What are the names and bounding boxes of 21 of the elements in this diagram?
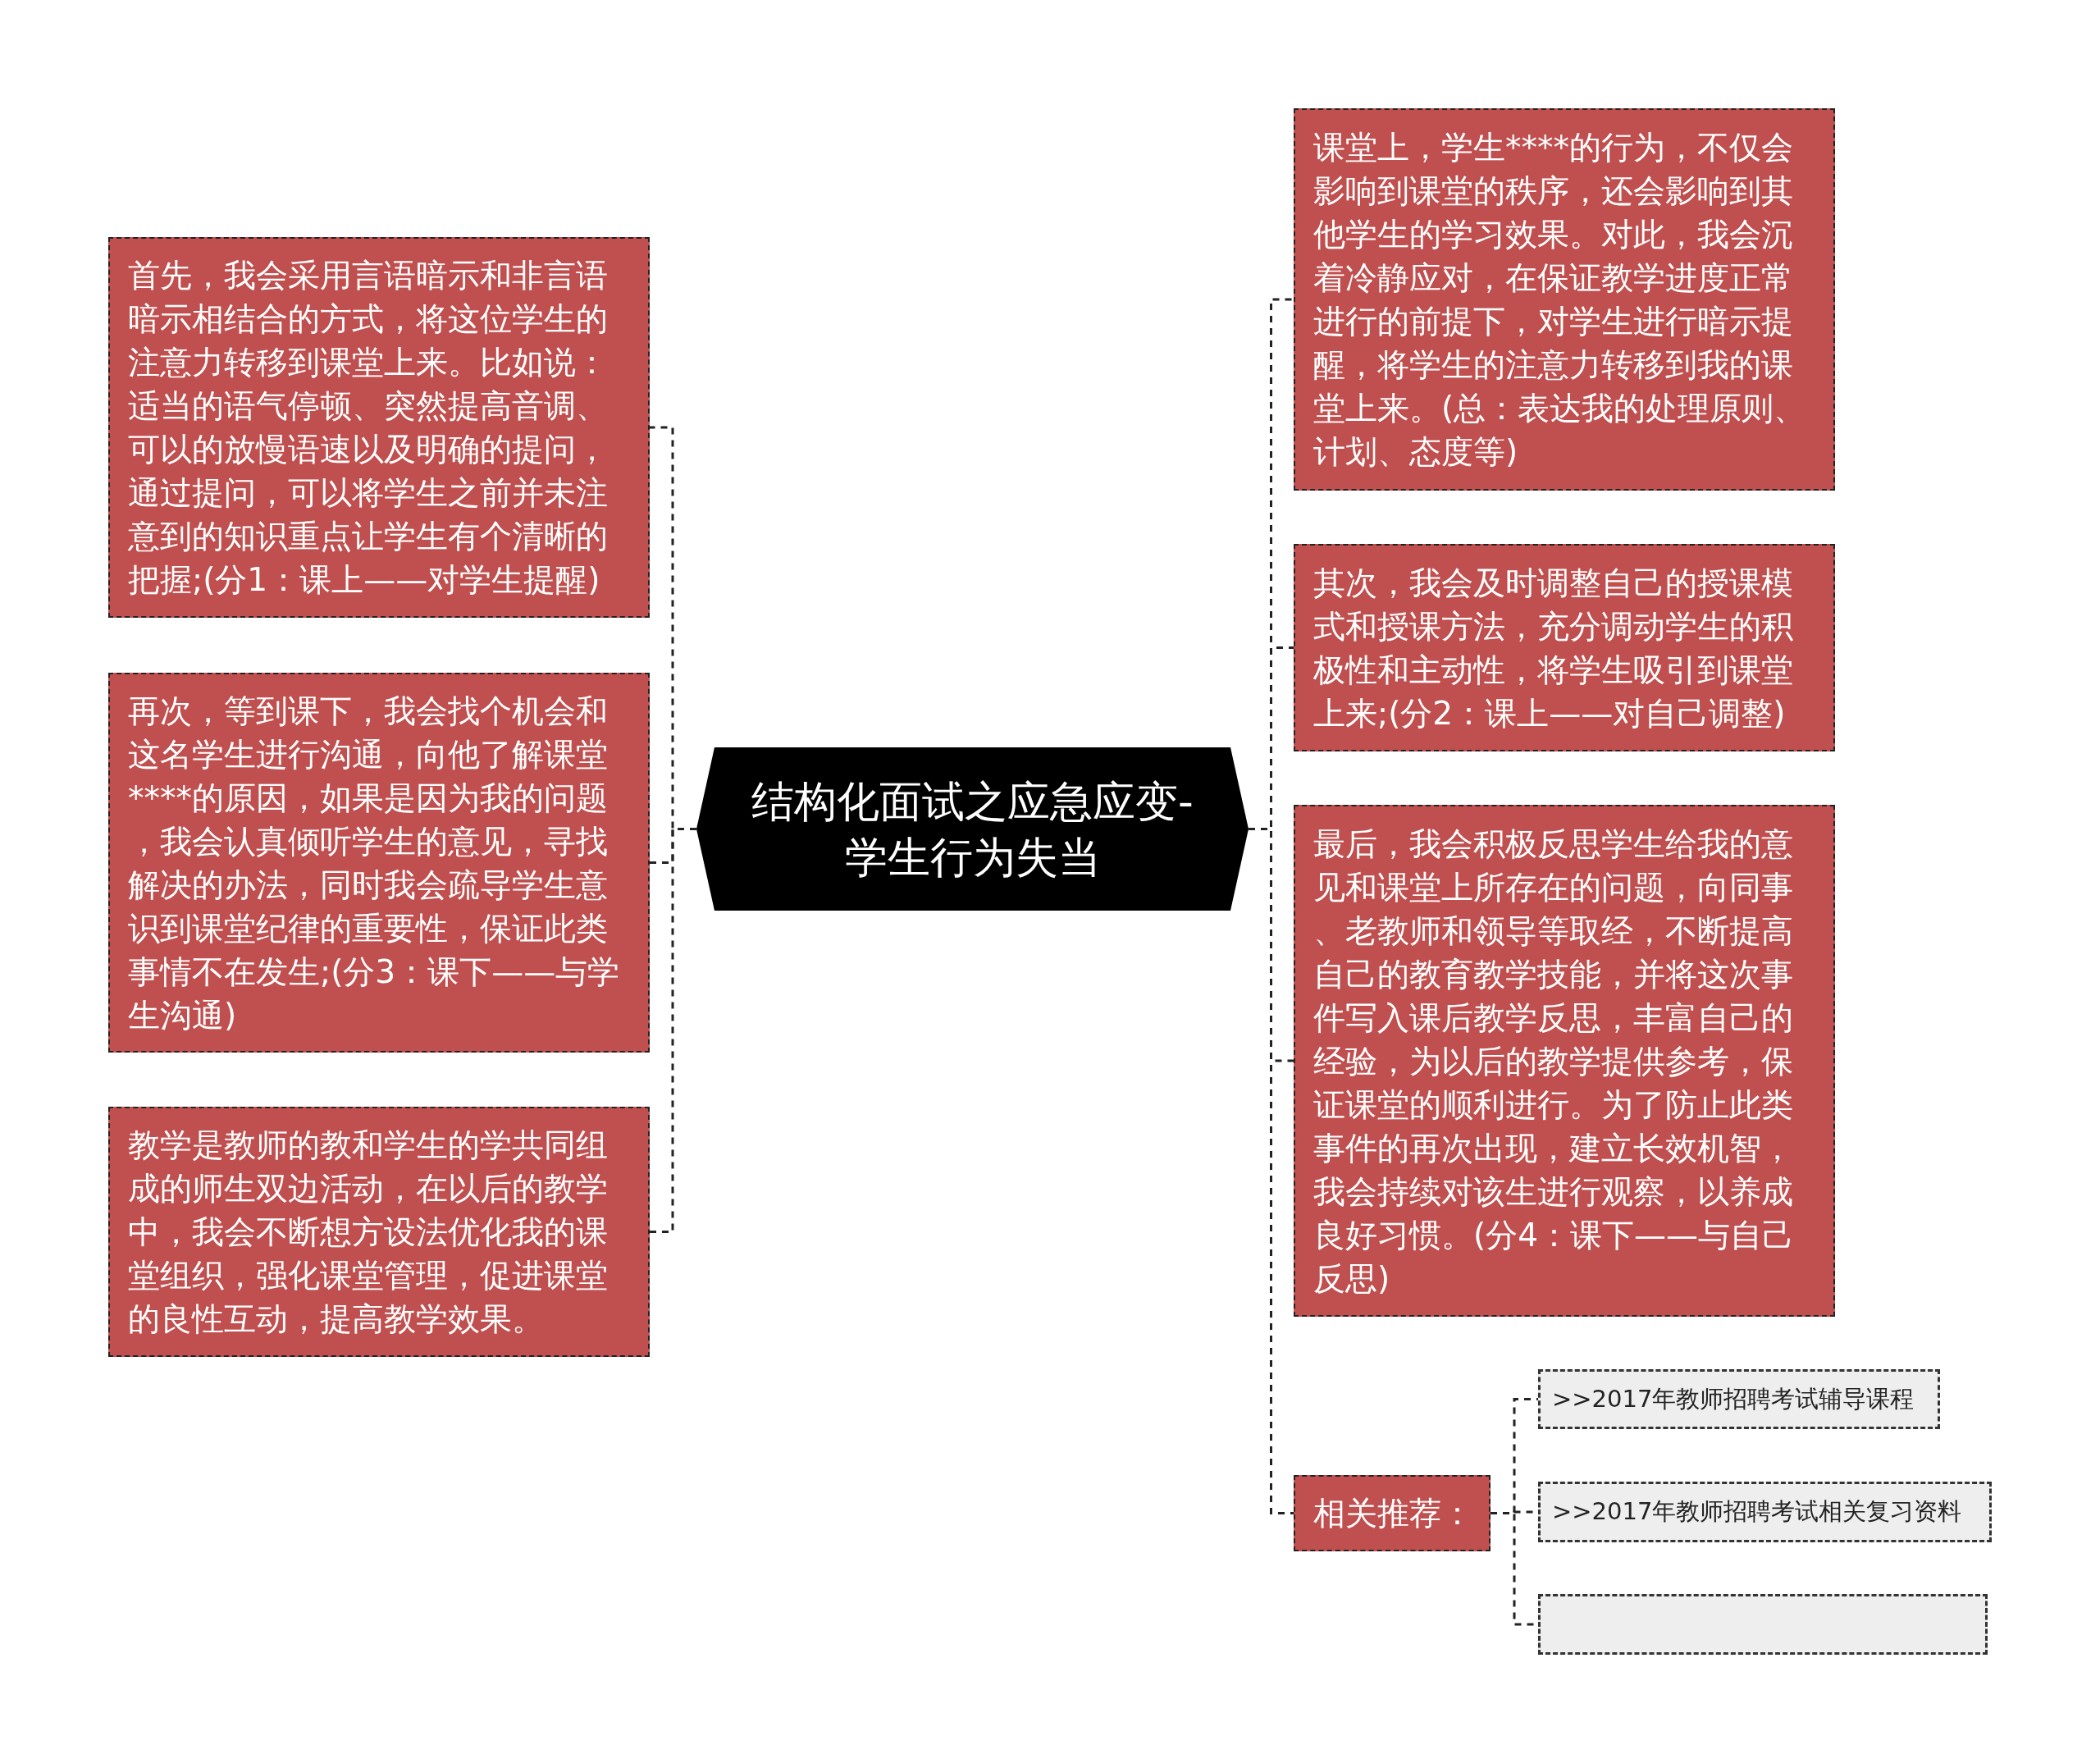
central-topic bbox=[696, 747, 1249, 911]
note-card bbox=[108, 237, 650, 618]
category-label: 相关推荐： bbox=[1313, 1494, 1473, 1533]
note-card bbox=[1294, 544, 1835, 751]
note-card bbox=[108, 673, 650, 1053]
note-text: 其次，我会及时调整自己的授课模式和授课方法，充分调动学生的积极性和主动性，将学生吸引到课堂上来;(分2：课上——对自己调整) bbox=[1313, 563, 1794, 733]
link-text: >>2017年教师招聘考试辅导课程 bbox=[1552, 1383, 1915, 1414]
note-card bbox=[1294, 108, 1835, 491]
empty-link-card bbox=[1538, 1594, 1988, 1655]
note-text: 最后，我会积极反思学生给我的意见和课堂上所存在的问题，向同事、老教师和领导等取经，不断提高自己的教育教学技能，并将这次事件写入课后教学反思，丰富自己的经验，为以后的教学提供参考，保证课堂的顺利进行。为了防止此类事件的再次出现，建立长效机智，我会持续对该生进行观察，以养成良好习惯。(分4：课下——与自己反思) bbox=[1313, 824, 1796, 1299]
note-card bbox=[1294, 805, 1835, 1317]
note-text: 教学是教师的教和学生的学共同组成的师生双边活动，在以后的教学中，我会不断想方设法优化我的课堂组织，强化课堂管理，促进课堂的良性互动，提高教学效果。 bbox=[128, 1126, 609, 1339]
topic-title: 结构化面试之应急应变-学生行为失当 bbox=[751, 775, 1194, 884]
category-card bbox=[1294, 1475, 1491, 1551]
link-card bbox=[1538, 1482, 1992, 1542]
note-card bbox=[108, 1107, 650, 1357]
note-text: 再次，等到课下，我会找个机会和这名学生进行沟通，向他了解课堂****的原因，如果是因为我的问题，我会认真倾听学生的意见，寻找解决的办法，同时我会疏导学生意识到课堂纪律的重要性，保证此类事情不在发生;(分3：课下——与学生沟通) bbox=[128, 691, 621, 1035]
note-text: 课堂上，学生****的行为，不仅会影响到课堂的秩序，还会影响到其他学生的学习效果。对此，我会沉着冷静应对，在保证教学进度正常进行的前提下，对学生进行暗示提醒，将学生的注意力转移到我的课堂上来。(总：表达我的处理原则、计划、态度等) bbox=[1313, 128, 1807, 472]
note-text: 首先，我会采用言语暗示和非言语暗示相结合的方式，将这位学生的注意力转移到课堂上来。比如说：适当的语气停顿、突然提高音调、可以的放慢语速以及明确的提问，通过提问，可以将学生之前并未注意到的知识重点让学生有个清晰的把握;(分1：课上——对学生提醒) bbox=[128, 256, 609, 600]
link-text: >>2017年教师招聘考试相关复习资料 bbox=[1552, 1496, 1962, 1527]
link-card bbox=[1538, 1369, 1940, 1429]
